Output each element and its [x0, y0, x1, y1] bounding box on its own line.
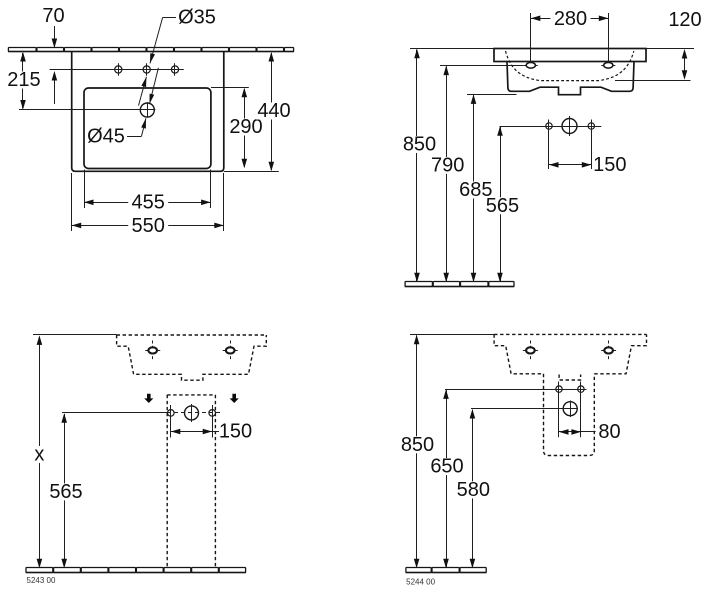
svg-text:Ø45: Ø45	[87, 125, 125, 147]
svg-text:5243 00: 5243 00	[27, 576, 56, 585]
svg-text:440: 440	[257, 100, 290, 122]
svg-text:x: x	[34, 444, 44, 466]
svg-text:650: 650	[430, 456, 463, 478]
svg-text:215: 215	[7, 69, 40, 91]
svg-text:850: 850	[403, 134, 436, 156]
svg-text:280: 280	[554, 8, 587, 30]
svg-text:120: 120	[668, 9, 701, 31]
svg-text:550: 550	[132, 215, 165, 237]
svg-text:5244 00: 5244 00	[406, 577, 435, 586]
svg-text:Ø35: Ø35	[178, 7, 216, 29]
svg-text:455: 455	[132, 191, 165, 213]
svg-text:150: 150	[593, 154, 626, 176]
svg-text:850: 850	[401, 434, 434, 456]
svg-text:290: 290	[229, 116, 262, 138]
svg-text:150: 150	[219, 421, 252, 443]
svg-text:70: 70	[42, 5, 64, 27]
svg-text:565: 565	[486, 195, 519, 217]
svg-text:80: 80	[598, 421, 620, 443]
svg-text:790: 790	[431, 154, 464, 176]
svg-text:685: 685	[459, 179, 492, 201]
svg-text:580: 580	[457, 479, 490, 501]
svg-text:565: 565	[49, 481, 82, 503]
